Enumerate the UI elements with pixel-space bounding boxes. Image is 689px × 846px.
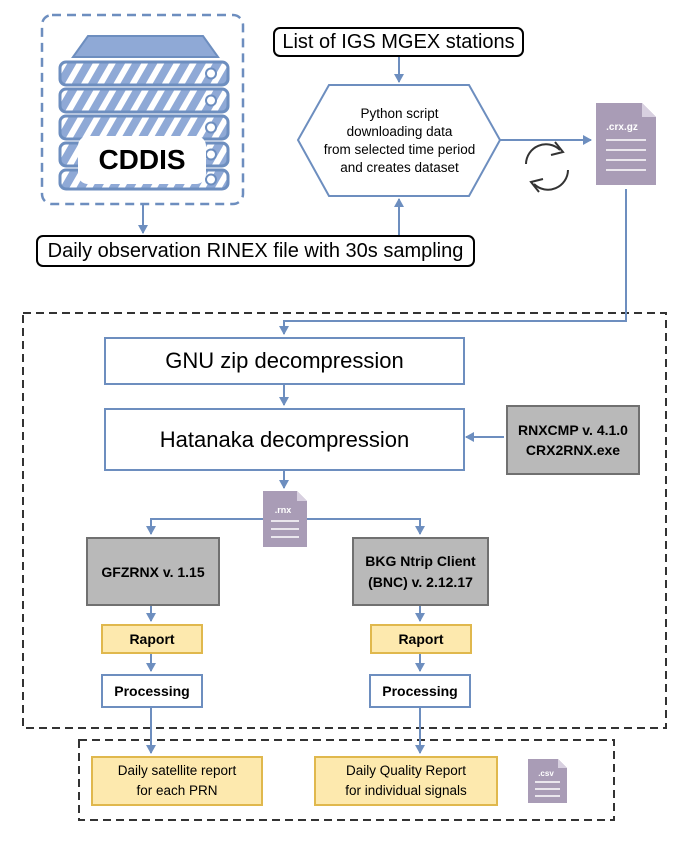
satellite-report-line: for each PRN — [136, 783, 218, 798]
python-script-line: and creates dataset — [340, 160, 459, 175]
quality-report-box: Daily Quality Report for individual sign… — [314, 756, 498, 806]
python-script-line: downloading data — [346, 124, 453, 139]
gfzrnx-box: GFZRNX v. 1.15 — [86, 537, 220, 606]
rinex-file-box: Daily observation RINEX file with 30s sa… — [36, 235, 475, 267]
rnx-file-label: .rnx — [274, 505, 292, 515]
cddis-label: CDDIS — [78, 136, 206, 184]
csv-file-icon — [528, 759, 567, 803]
processing-region — [22, 312, 667, 729]
raport-left-box: Raport — [101, 624, 203, 654]
stations-list-box: List of IGS MGEX stations — [273, 27, 524, 57]
hatanaka-box: Hatanaka decompression — [104, 408, 465, 471]
quality-report-line: for individual signals — [345, 783, 467, 798]
rnxcmp-box: RNXCMP v. 4.1.0 CRX2RNX.exe — [506, 405, 640, 475]
crx-file-icon — [596, 103, 656, 185]
bnc-line: (BNC) v. 2.12.17 — [368, 573, 473, 590]
processing-right-box: Processing — [369, 674, 471, 708]
gnu-zip-box: GNU zip decompression — [104, 337, 465, 385]
rnxcmp-line: RNXCMP v. 4.1.0 — [518, 422, 628, 438]
bnc-line: BKG Ntrip Client — [365, 552, 476, 569]
output-region — [78, 739, 615, 821]
python-script-line: from selected time period — [323, 142, 476, 157]
crx-file-label: .crx.gz — [606, 121, 638, 133]
satellite-report-box: Daily satellite report for each PRN — [91, 756, 263, 806]
bnc-box: BKG Ntrip Client (BNC) v. 2.12.17 — [352, 537, 489, 606]
python-script-shape — [296, 84, 502, 197]
csv-file-label: .csv — [538, 768, 554, 778]
satellite-report-line: Daily satellite report — [117, 763, 237, 778]
sync-icon — [525, 141, 569, 193]
python-script-text: Python script downloading data from sele… — [308, 96, 491, 186]
rnx-file-icon — [263, 491, 307, 547]
processing-left-box: Processing — [101, 674, 203, 708]
rnxcmp-line: CRX2RNX.exe — [525, 442, 621, 458]
python-script-line: Python script — [360, 106, 439, 121]
raport-right-box: Raport — [370, 624, 472, 654]
quality-report-line: Daily Quality Report — [345, 763, 467, 778]
